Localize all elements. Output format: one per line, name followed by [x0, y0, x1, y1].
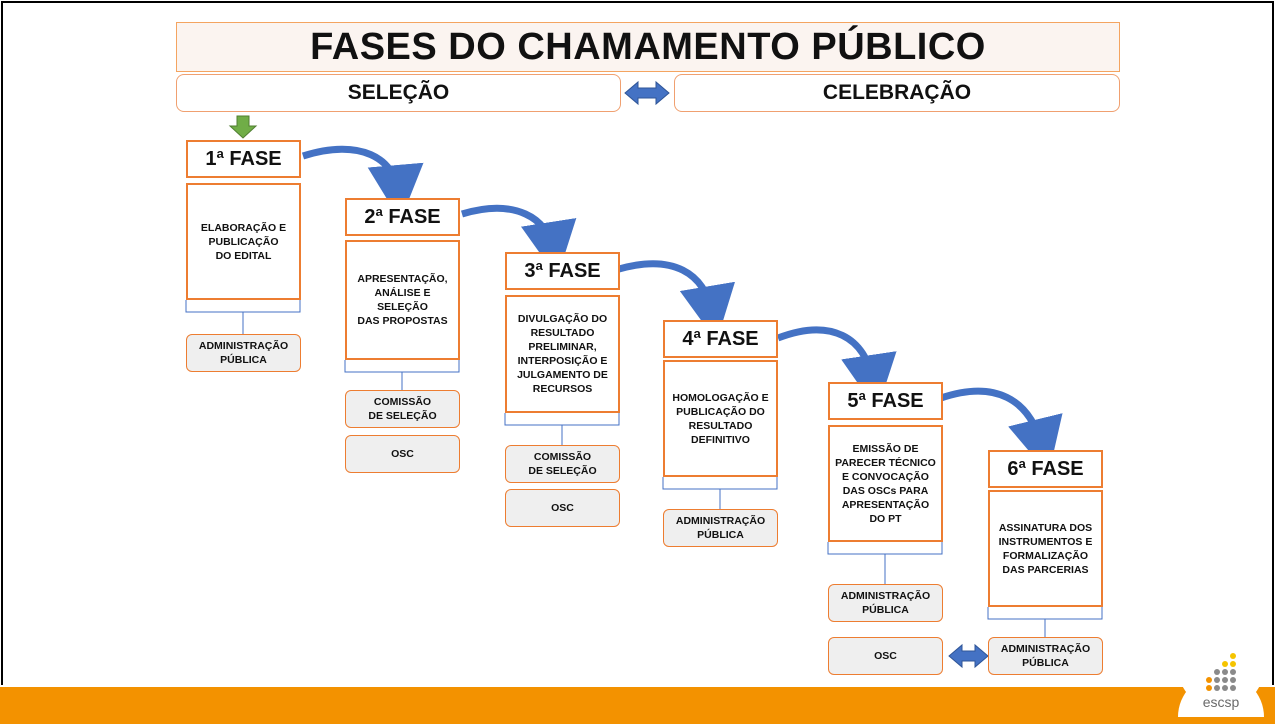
phase-6-label: 6ª FASE — [988, 450, 1103, 488]
double-arrow-icon — [948, 643, 989, 669]
phase-2-label: 2ª FASE — [345, 198, 460, 236]
double-arrow-icon — [624, 80, 670, 106]
phase-6-responsible-1: ADMINISTRAÇÃO PÚBLICA — [988, 637, 1103, 675]
stage-selection: SELEÇÃO — [176, 74, 621, 112]
logo-icon: escsp — [1178, 627, 1264, 717]
phase-2-responsible-1: COMISSÃO DE SELEÇÃO — [345, 390, 460, 428]
footer-bar — [0, 687, 1275, 724]
phase-2-description: APRESENTAÇÃO, ANÁLISE E SELEÇÃO DAS PROP… — [345, 240, 460, 360]
bracket-connectors — [185, 300, 1103, 637]
phase-4-label: 4ª FASE — [663, 320, 778, 358]
slide-title: FASES DO CHAMAMENTO PÚBLICO — [176, 22, 1120, 72]
curved-arrow-icon — [939, 387, 1063, 475]
phase-5-responsible-1: ADMINISTRAÇÃO PÚBLICA — [828, 584, 943, 622]
phase-6-description: ASSINATURA DOS INSTRUMENTOS E FORMALIZAÇ… — [988, 490, 1103, 607]
phase-5-description: EMISSÃO DE PARECER TÉCNICO E CONVOCAÇÃO … — [828, 425, 943, 542]
phase-3-responsible-2: OSC — [505, 489, 620, 527]
svg-text:escsp: escsp — [1203, 694, 1240, 710]
phase-4-description: HOMOLOGAÇÃO E PUBLICAÇÃO DO RESULTADO DE… — [663, 360, 778, 477]
curved-arrow-icon — [776, 326, 897, 411]
phase-5-responsible-2: OSC — [828, 637, 943, 675]
curved-arrow-icon — [301, 145, 424, 221]
phase-1-label: 1ª FASE — [186, 140, 301, 178]
connector-layer — [185, 80, 1103, 669]
slide-frame — [1, 1, 1274, 685]
phase-4-responsible-1: ADMINISTRAÇÃO PÚBLICA — [663, 509, 778, 547]
stage-celebration: CELEBRAÇÃO — [674, 74, 1120, 112]
phase-3-responsible-1: COMISSÃO DE SELEÇÃO — [505, 445, 620, 483]
phase-2-responsible-2: OSC — [345, 435, 460, 473]
phase-1-responsible-1: ADMINISTRAÇÃO PÚBLICA — [186, 334, 301, 372]
down-arrow-icon — [228, 115, 258, 139]
phase-3-label: 3ª FASE — [505, 252, 620, 290]
phase-5-label: 5ª FASE — [828, 382, 943, 420]
curved-arrow-icon — [460, 204, 577, 278]
phase-3-description: DIVULGAÇÃO DO RESULTADO PRELIMINAR, INTE… — [505, 295, 620, 413]
curved-arrow-icon — [618, 260, 735, 342]
phase-1-description: ELABORAÇÃO E PUBLICAÇÃO DO EDITAL — [186, 183, 301, 300]
